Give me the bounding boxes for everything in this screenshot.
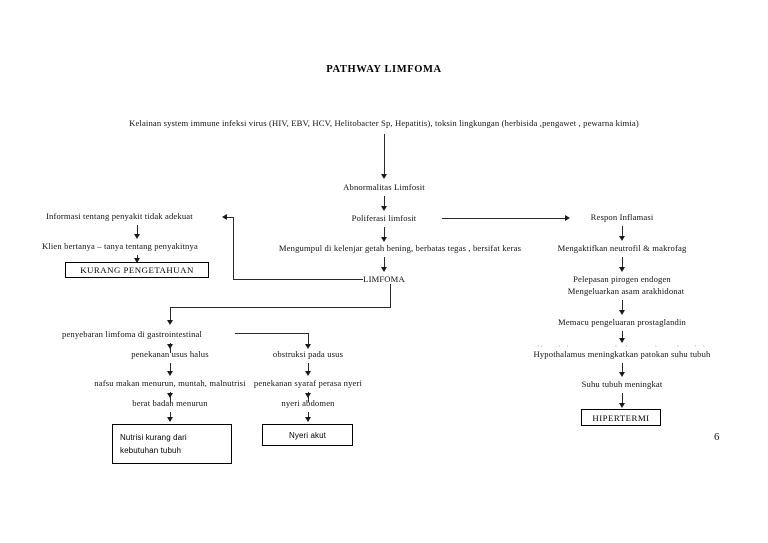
node-penyebaran-gastrointestinal: penyebaran limfoma di gastrointestinal [62, 329, 203, 339]
node-berat-badan-menurun: berat badan menurun [132, 398, 208, 408]
arrow-syaraf-to-nyeri-abdomen [304, 393, 311, 398]
arrow-nyeri-abdomen-to-diagnosis [304, 417, 311, 422]
arrow-into-obstruksi [304, 344, 311, 349]
node-nafsu-makan-menurun: nafsu makan menurun, muntah, malnutrisi [94, 378, 246, 388]
node-etiology: Kelainan system immune infeksi virus (HI… [129, 118, 639, 128]
diagnosis-nutrisi-line2: kebutuhan tubuh [120, 446, 182, 455]
connector-limfoma-to-left-horizontal [233, 279, 363, 280]
arrow-poliferasi-to-respon [565, 214, 570, 221]
node-pelepasan-pirogen: Pelepasan pirogen endogen [573, 274, 671, 284]
connector-gi-drop [170, 307, 171, 322]
arrow-berat-to-nutrisi-diagnosis [166, 417, 173, 422]
arrow-into-informasi [222, 213, 227, 220]
node-memacu-prostaglandin: Memacu pengeluaran prostaglandin [558, 317, 686, 327]
node-limfoma: LIMFOMA [363, 274, 405, 284]
diagnosis-nutrisi-line1: Nutrisi kurang dari [120, 433, 187, 442]
arrow-mengumpul-to-limfoma [380, 267, 387, 272]
connector-nyeri-abdomen-to-diagnosis [308, 412, 309, 421]
connector-penyebaran-to-obstruksi [235, 333, 309, 334]
connector-poliferasi-to-respon [442, 218, 565, 219]
diagnosis-hipertermi: HIPERTERMI [581, 409, 661, 426]
arrow-hypothalamus-to-suhu [618, 372, 625, 377]
arrow-mengaktifkan-to-pelepasan [618, 267, 625, 272]
connector-obstruksi-drop [308, 333, 309, 345]
arrow-obstruksi-to-penekanan-syaraf [304, 371, 311, 376]
page-number: 6 [714, 431, 720, 443]
node-suhu-tubuh-meningkat: Suhu tubuh meningkat [581, 379, 663, 389]
node-obstruksi-pada-usus: obstruksi pada usus [272, 349, 344, 359]
connector-pelepasan-to-memacu [622, 300, 623, 311]
arrow-penekanan-to-nafsu [166, 371, 173, 376]
connector-etiology-to-abnormalitas [384, 134, 385, 174]
node-penekanan-usus-halus: penekanan usus halus [131, 349, 209, 359]
arrow-memacu-to-hypothalamus [618, 338, 625, 343]
connector-memacu-to-hypothalamus [622, 331, 623, 342]
artifact-clipped-text: Hypothalamus meningkatkan patokan suhu t… [537, 343, 707, 347]
connector-limfoma-to-gi-horizontal [170, 307, 391, 308]
arrow-klien-to-kurang-pengetahuan [133, 258, 140, 263]
arrow-abnormalitas-to-poliferasi [380, 206, 387, 211]
arrow-pelepasan-to-memacu [618, 310, 625, 315]
connector-obstruksi-to-penekanan-syaraf [308, 363, 309, 373]
connector-limfoma-to-left-vertical [233, 217, 234, 280]
node-mengumpul-kelenjar: Mengumpul di kelenjar getah bening, berb… [278, 243, 522, 253]
node-abnormalitas-limfosit: Abnormalitas Limfosit [343, 182, 425, 192]
node-hypothalamus-patokan-suhu: Hypothalamus meningkatkan patokan suhu t… [533, 349, 711, 359]
connector-berat-to-nutrisi-diagnosis [170, 412, 171, 421]
node-respon-inflamasi: Respon Inflamasi [590, 212, 654, 222]
node-mengeluarkan-asam-arakhidonat: Mengeluarkan asam arakhidonat [567, 286, 685, 296]
connector-limfoma-down [390, 284, 391, 308]
node-poliferasi-limfosit: Poliferasi limfosit [351, 213, 417, 223]
arrow-etiology-to-abnormalitas [380, 174, 387, 179]
arrow-poliferasi-to-mengumpul [380, 237, 387, 242]
diagnosis-nutrisi-kurang: Nutrisi kurang dari kebutuhan tubuh [112, 424, 232, 464]
arrow-respon-to-mengaktifkan [618, 236, 625, 241]
arrow-informasi-to-klien [133, 234, 140, 239]
connector-poliferasi-to-mengumpul [384, 227, 385, 239]
node-nyeri-abdomen: nyeri abdomen [281, 398, 335, 408]
node-penekanan-syaraf-perasa-nyeri: penekanan syaraf perasa nyeri [253, 378, 363, 388]
connector-informasi-to-klien [137, 225, 138, 236]
node-klien-bertanya: Klien bertanya – tanya tentang penyakitn… [42, 241, 198, 251]
arrow-penyebaran-to-penekanan [166, 344, 173, 349]
node-mengaktifkan-neutrofil: Mengaktifkan neutrofil & makrofag [557, 243, 687, 253]
connector-left-branch-stub [227, 217, 234, 218]
arrow-suhu-to-hipertermi [618, 403, 625, 408]
connector-respon-to-mengaktifkan [622, 226, 623, 237]
connector-mengumpul-to-limfoma [384, 257, 385, 269]
diagnosis-kurang-pengetahuan: KURANG PENGETAHUAN [65, 262, 209, 278]
node-informasi-tidak-adekuat: Informasi tentang penyakit tidak adekuat [46, 211, 193, 221]
arrow-into-penyebaran-limfoma [166, 320, 173, 325]
diagnosis-nyeri-akut: Nyeri akut [262, 424, 353, 446]
connector-mengaktifkan-to-pelepasan [622, 257, 623, 268]
connector-abnormalitas-to-poliferasi [384, 196, 385, 208]
arrow-nafsu-to-berat [166, 393, 173, 398]
connector-penekanan-to-nafsu [170, 363, 171, 373]
connector-suhu-to-hipertermi [622, 393, 623, 404]
connector-hypothalamus-to-suhu [622, 363, 623, 374]
page-title: PATHWAY LIMFOMA [326, 64, 442, 75]
